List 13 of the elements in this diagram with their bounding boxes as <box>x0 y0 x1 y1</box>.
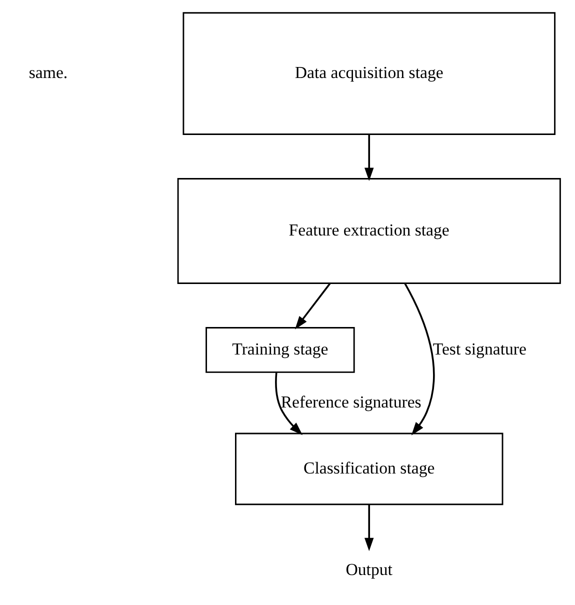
edge-label: Test signature <box>432 339 526 358</box>
node-box: Classification stage <box>234 432 503 506</box>
arrow <box>274 372 302 436</box>
node-text: Output <box>345 560 392 579</box>
arrow <box>294 282 330 330</box>
arrow <box>364 504 374 552</box>
label: same. <box>28 63 68 82</box>
node-box: Data acquisition stage <box>182 12 555 135</box>
edge-label: Reference signatures <box>280 392 421 412</box>
arrow <box>364 134 374 182</box>
node-box: Training stage <box>205 327 354 373</box>
node-box: Feature extraction stage <box>176 178 560 284</box>
arrow <box>404 282 434 436</box>
